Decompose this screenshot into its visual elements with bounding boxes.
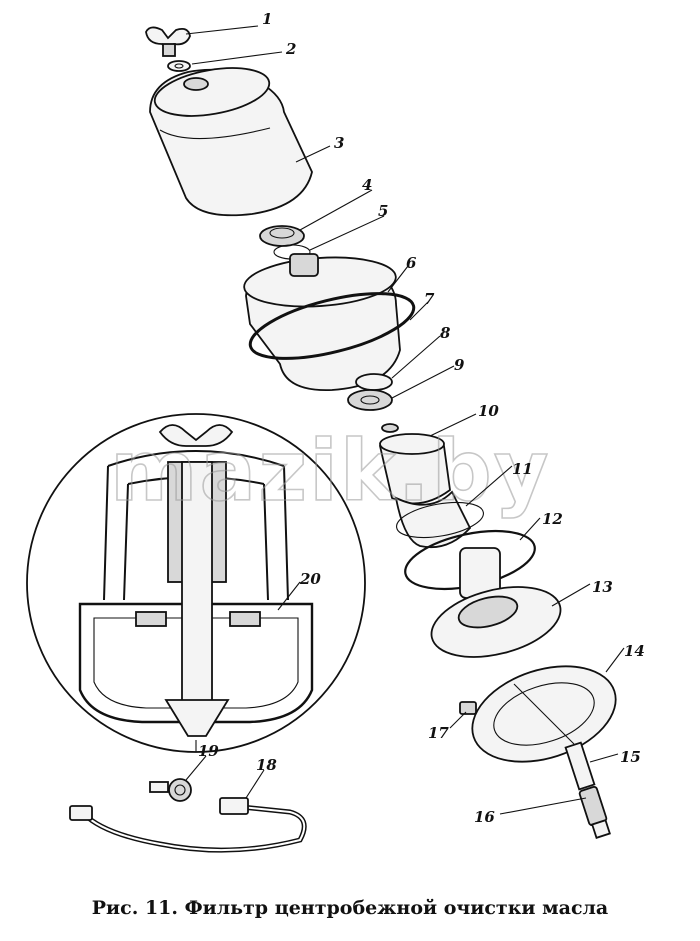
part-18-oil-pipe: [69, 797, 307, 853]
callout-1: 1: [262, 10, 272, 28]
callout-4: 4: [362, 176, 372, 194]
callout-18: 18: [256, 756, 277, 774]
part-4-nut: [259, 225, 305, 247]
callout-2: 2: [285, 40, 296, 58]
part-17-plug: [459, 701, 477, 715]
part-8-washer: [355, 373, 393, 391]
callout-14: 14: [624, 642, 645, 660]
part-16-fitting: [578, 785, 611, 839]
callout-5: 5: [378, 202, 388, 220]
part-1-wing-nut: [145, 26, 191, 57]
callout-19: 19: [198, 742, 219, 760]
part-13-base: [430, 547, 562, 658]
callout-15: 15: [620, 748, 641, 766]
section-inset: [26, 413, 366, 753]
callout-16: 16: [474, 808, 495, 826]
callout-8: 8: [440, 324, 451, 342]
callout-13: 13: [592, 578, 613, 596]
watermark: mazik.by: [110, 422, 551, 520]
callout-11: 11: [512, 460, 533, 478]
part-15-tube: [564, 741, 596, 791]
part-19-bolt: [149, 778, 192, 802]
part-14-screen: [471, 665, 617, 763]
part-7-o-ring: [248, 292, 416, 360]
figure-caption: Рис. 11. Фильтр центробежной очистки мас…: [91, 897, 609, 919]
callout-10: 10: [478, 402, 499, 420]
part-3-cap: [149, 67, 313, 217]
callout-12: 12: [542, 510, 563, 528]
leader-lines: [185, 25, 625, 815]
callout-6: 6: [406, 254, 417, 272]
part-2-washer: [167, 60, 191, 72]
callout-17: 17: [428, 724, 449, 742]
part-6-rotor: [243, 253, 401, 391]
callout-numbers: 1 2 3 4 5 6 7 8 9 10 11 12 13 14 15 16 1…: [198, 10, 645, 826]
callout-7: 7: [424, 290, 435, 308]
part-11-cone: [394, 490, 484, 549]
callout-9: 9: [454, 356, 465, 374]
part-9-nut: [347, 389, 393, 411]
callout-3: 3: [334, 134, 344, 152]
callout-20: 20: [299, 570, 321, 588]
